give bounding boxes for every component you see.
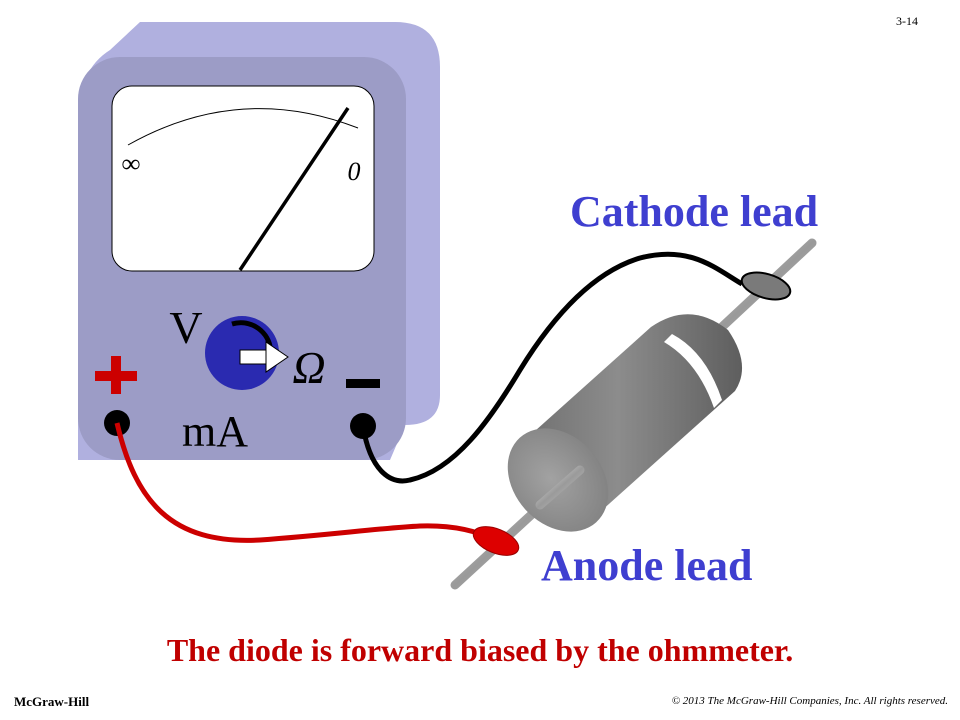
selector-knob[interactable]: [205, 316, 289, 390]
diode-end-cap: [507, 428, 609, 532]
diode-anode-wire-front: [535, 465, 585, 510]
meter-needle: [238, 107, 350, 271]
anode-lead-label: Anode lead: [541, 541, 753, 590]
meter-dial-window: [111, 85, 375, 272]
positive-test-lead: [114, 422, 497, 543]
ohmmeter: ∞ 0 V Ω mA: [78, 22, 440, 460]
mode-milliamps-label: mA: [182, 407, 248, 456]
diode: [450, 238, 817, 590]
scale-infinity-label: ∞: [122, 149, 141, 178]
positive-terminal-symbol: [95, 356, 137, 394]
meter-scale-arc: [127, 108, 359, 146]
cathode-lead-label: Cathode lead: [570, 187, 819, 236]
caption: The diode is forward biased by the ohmme…: [166, 632, 794, 668]
anode-clip: [472, 526, 520, 556]
diode-cathode-band: [664, 334, 722, 408]
negative-terminal-symbol: [346, 379, 380, 388]
publisher-footer: McGraw-Hill: [14, 694, 90, 709]
scale-zero-label: 0: [348, 157, 361, 186]
selector-arrow-icon: [239, 341, 289, 373]
cathode-clip: [740, 271, 792, 301]
negative-test-lead: [360, 251, 744, 484]
copyright-footer: © 2013 The McGraw-Hill Companies, Inc. A…: [671, 695, 948, 707]
mode-volts-label: V: [169, 302, 202, 353]
mode-ohms-label: Ω: [292, 342, 325, 393]
slide-number: 3-14: [896, 14, 918, 28]
